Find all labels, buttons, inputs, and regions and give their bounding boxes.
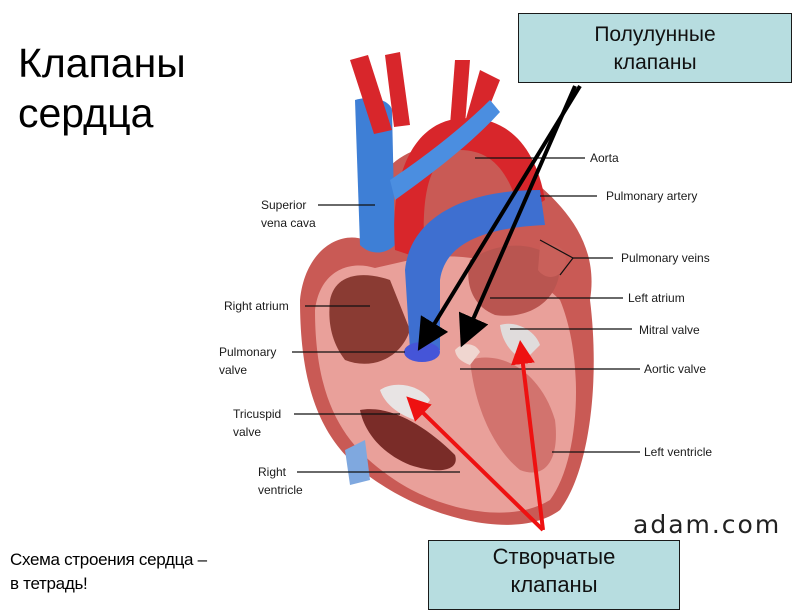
aorta-branch-3 xyxy=(450,60,470,125)
label-superior-vena-cava: Superior vena cava xyxy=(261,198,316,230)
label-aorta: Aorta xyxy=(590,151,619,165)
semilunar-arrows xyxy=(417,84,582,351)
aorta-branch-4 xyxy=(465,70,500,130)
label-right-ventricle: Right ventricle xyxy=(258,465,303,497)
right-atrium-chamber xyxy=(329,275,410,364)
arrow-to-tricuspid-valve xyxy=(406,396,545,532)
pulmonary-veins xyxy=(538,243,566,277)
aortic-valve xyxy=(455,344,480,365)
superior-vena-cava xyxy=(355,98,395,253)
arrow-to-mitral-valve xyxy=(511,340,545,531)
label-left-ventricle: Left ventricle xyxy=(644,445,713,459)
pulmonary-artery xyxy=(405,190,545,350)
label-pulmonary-artery: Pulmonary artery xyxy=(606,189,698,203)
label-pulmonary-valve: Pulmonary valve xyxy=(219,345,277,377)
atrioventricular-arrows xyxy=(406,340,545,532)
aorta-branch-2 xyxy=(385,52,410,127)
callout-atrioventricular-valves: Створчатые клапаны xyxy=(428,540,680,610)
title-line-2: сердца xyxy=(18,90,154,136)
title-line-1: Клапаны xyxy=(18,40,186,86)
slide-title: Клапаны сердца xyxy=(18,38,186,138)
homework-note: Схема строения сердца – в тетрадь! xyxy=(10,550,207,593)
arrow-to-aortic-valve xyxy=(458,85,577,348)
brachiocephalic-vein xyxy=(390,100,500,200)
pulmonary-valve-cusps xyxy=(404,342,440,362)
right-ventricle-chamber xyxy=(360,409,456,471)
aorta-branch-1 xyxy=(350,55,392,134)
label-pulmonary-veins: Pulmonary veins xyxy=(621,251,710,265)
label-left-atrium: Left atrium xyxy=(628,291,685,305)
vena-cava-lower xyxy=(345,440,370,485)
label-tricuspid-valve: Tricuspid valve xyxy=(233,407,282,439)
arrow-to-pulmonary-valve xyxy=(417,84,582,351)
label-right-atrium: Right atrium xyxy=(224,299,289,313)
label-aortic-valve: Aortic valve xyxy=(644,362,707,376)
adam-watermark: adam.com xyxy=(633,510,782,539)
label-mitral-valve: Mitral valve xyxy=(639,323,700,337)
callout-semilunar-valves: Полулунные клапаны xyxy=(518,13,792,83)
